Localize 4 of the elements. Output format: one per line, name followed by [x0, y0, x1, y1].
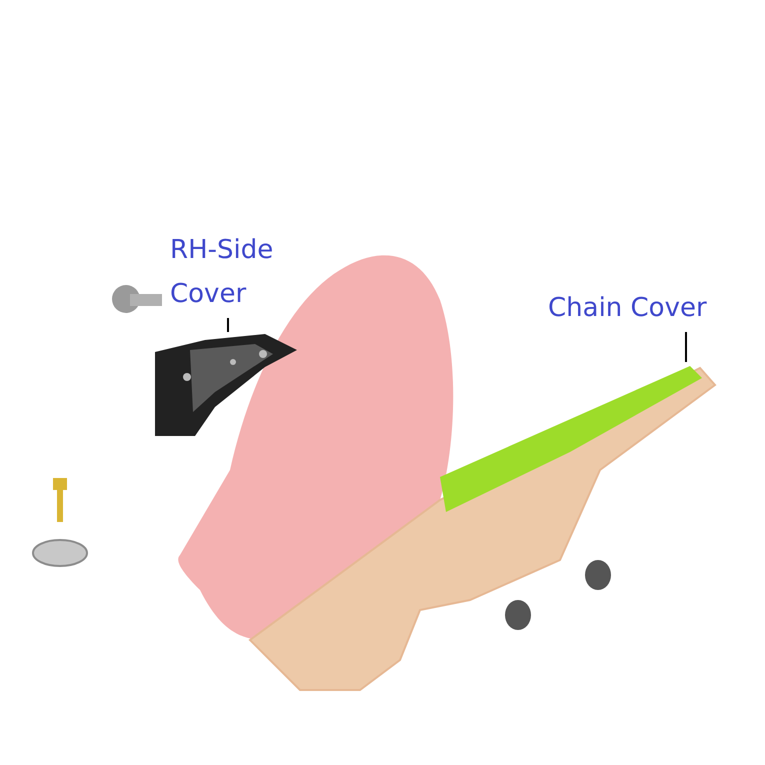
leader-line	[227, 318, 229, 332]
part-label: RH-Side Cover	[170, 234, 274, 311]
leader-line	[685, 332, 687, 362]
part-label: Chain Cover	[548, 292, 707, 325]
